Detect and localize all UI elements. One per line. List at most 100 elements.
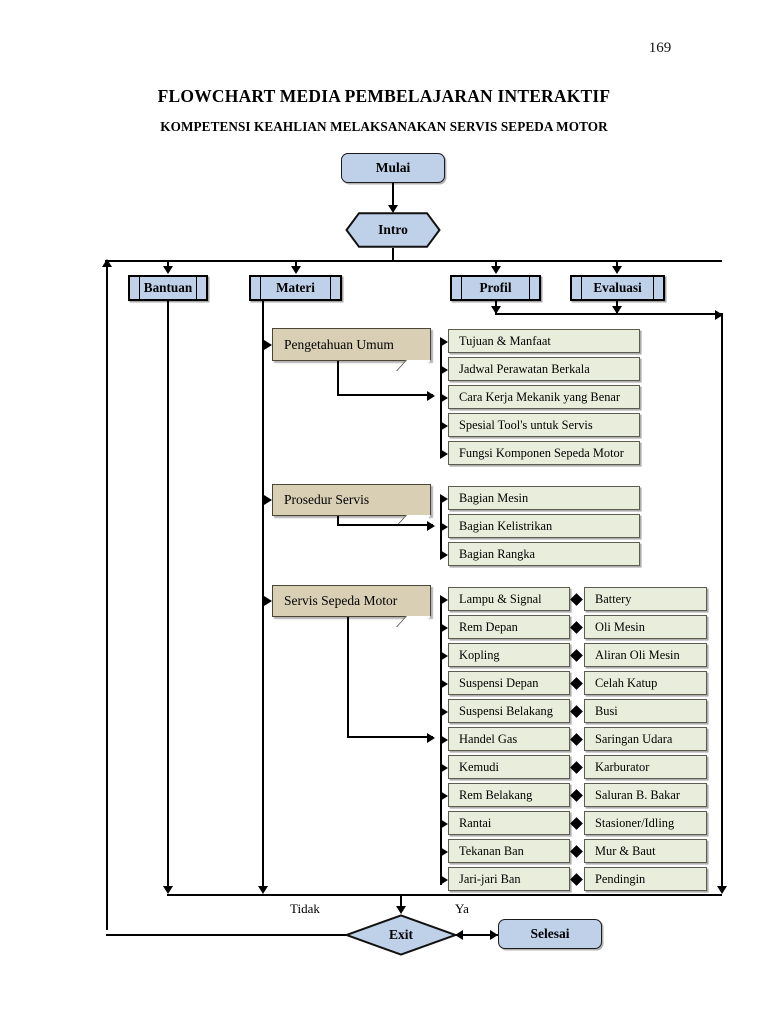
edge-exit-tidak xyxy=(106,934,346,936)
arrow-down-intro xyxy=(388,205,398,213)
leaf-kemudi[interactable]: Kemudi xyxy=(448,755,570,779)
edge-pu-to-sublist xyxy=(337,394,433,396)
leaf-oli-mesin[interactable]: Oli Mesin xyxy=(584,615,707,639)
arrow-right-leaf-1-1 xyxy=(440,365,448,375)
leaf-busi[interactable]: Busi xyxy=(584,699,707,723)
connector-diamond-3r-7 xyxy=(570,789,583,802)
leaf-label: Battery xyxy=(595,591,632,606)
leaf-tujuan-manfaat[interactable]: Tujuan & Manfaat xyxy=(448,329,640,353)
leaf-rantai[interactable]: Rantai xyxy=(448,811,570,835)
leaf-saringan-udara[interactable]: Saringan Udara xyxy=(584,727,707,751)
arrow-right-pengetahuan-umum xyxy=(264,340,272,350)
arrow-right-leaf-1-4 xyxy=(440,449,448,459)
leaf-bagian-kelistrikan[interactable]: Bagian Kelistrikan xyxy=(448,514,640,538)
node-intro[interactable]: Intro xyxy=(345,212,441,248)
intro-hexagon-shape xyxy=(345,212,441,248)
connector-diamond-3r-8 xyxy=(570,817,583,830)
connector-diamond-3r-6 xyxy=(570,761,583,774)
arrow-down-evaluasi-rail xyxy=(612,306,622,314)
connector-diamond-3r-0 xyxy=(570,593,583,606)
leaf-tekanan-ban[interactable]: Tekanan Ban xyxy=(448,839,570,863)
group-pengetahuan-umum-label: Pengetahuan Umum xyxy=(284,336,394,352)
arrow-down-right-rail xyxy=(717,886,727,894)
node-selesai[interactable]: Selesai xyxy=(498,919,602,949)
arrow-right-leaf-3l-4 xyxy=(440,707,448,717)
leaf-jari-jari-ban[interactable]: Jari-jari Ban xyxy=(448,867,570,891)
leaf-label: Aliran Oli Mesin xyxy=(595,647,680,662)
arrow-right-selesai xyxy=(490,930,498,940)
leaf-handel-gas[interactable]: Handel Gas xyxy=(448,727,570,751)
node-exit[interactable]: Exit xyxy=(343,914,459,956)
leaf-rem-belakang[interactable]: Rem Belakang xyxy=(448,783,570,807)
leaf-bagian-mesin[interactable]: Bagian Mesin xyxy=(448,486,640,510)
group-servis-sepeda-motor-label: Servis Sepeda Motor xyxy=(284,593,398,608)
leaf-label: Fungsi Komponen Sepeda Motor xyxy=(459,445,624,460)
arrow-right-rail xyxy=(715,310,723,320)
leaf-label: Jadwal Perawatan Berkala xyxy=(459,361,590,376)
leaf-pendingin[interactable]: Pendingin xyxy=(584,867,707,891)
node-selesai-label: Selesai xyxy=(530,926,570,941)
leaf-jadwal-perawatan[interactable]: Jadwal Perawatan Berkala xyxy=(448,357,640,381)
arrow-right-leaf-3l-6 xyxy=(440,763,448,773)
arrow-right-leaf-3l-7 xyxy=(440,791,448,801)
leaf-lampu-signal[interactable]: Lampu & Signal xyxy=(448,587,570,611)
menu-item-bantuan[interactable]: Bantuan xyxy=(128,275,208,301)
menu-item-evaluasi[interactable]: Evaluasi xyxy=(570,275,665,301)
right-rail-top xyxy=(495,313,723,315)
leaf-kopling[interactable]: Kopling xyxy=(448,643,570,667)
page-subtitle: KOMPETENSI KEAHLIAN MELAKSANAKAN SERVIS … xyxy=(160,119,608,134)
edge-label-tidak: Tidak xyxy=(290,901,320,916)
leaf-cara-kerja-mekanik[interactable]: Cara Kerja Mekanik yang Benar xyxy=(448,385,640,409)
leaf-bagian-rangka[interactable]: Bagian Rangka xyxy=(448,542,640,566)
group-servis-sepeda-motor[interactable]: Servis Sepeda Motor xyxy=(272,585,431,627)
arrow-down-materi-bottom xyxy=(258,886,268,894)
leaf-label: Saluran B. Bakar xyxy=(595,787,680,802)
leaf-saluran-b-bakar[interactable]: Saluran B. Bakar xyxy=(584,783,707,807)
leaf-spesial-tools[interactable]: Spesial Tool's untuk Servis xyxy=(448,413,640,437)
arrow-right-leaf-1-0 xyxy=(440,337,448,347)
leaf-suspensi-belakang[interactable]: Suspensi Belakang xyxy=(448,699,570,723)
document-fold-icon xyxy=(396,616,431,627)
leaf-celah-katup[interactable]: Celah Katup xyxy=(584,671,707,695)
menu-item-profil[interactable]: Profil xyxy=(450,275,541,301)
arrow-down-profil xyxy=(491,266,501,274)
group-prosedur-servis-label: Prosedur Servis xyxy=(284,492,370,507)
edge-bus-materi xyxy=(295,260,297,269)
arrow-right-leaf-3l-3 xyxy=(440,679,448,689)
edge-exit-selesai xyxy=(457,934,498,936)
leaf-mur-baut[interactable]: Mur & Baut xyxy=(584,839,707,863)
leaf-fungsi-komponen[interactable]: Fungsi Komponen Sepeda Motor xyxy=(448,441,640,465)
leaf-label: Celah Katup xyxy=(595,675,658,690)
leaf-suspensi-depan[interactable]: Suspensi Depan xyxy=(448,671,570,695)
node-mulai[interactable]: Mulai xyxy=(341,153,445,183)
page-title: FLOWCHART MEDIA PEMBELAJARAN INTERAKTIF xyxy=(157,86,611,106)
edge-ssm-riser xyxy=(347,617,349,738)
arrow-right-leaf-3l-1 xyxy=(440,623,448,633)
node-mulai-label: Mulai xyxy=(375,160,411,175)
arrow-right-leaf-2-2 xyxy=(440,550,448,560)
menu-item-materi[interactable]: Materi xyxy=(249,275,342,301)
menu-bus-line xyxy=(105,260,722,262)
edge-bus-bantuan xyxy=(167,260,169,269)
arrow-right-ssm-sublist xyxy=(427,733,435,743)
leaf-battery[interactable]: Battery xyxy=(584,587,707,611)
menu-item-materi-label: Materi xyxy=(276,280,315,295)
arrow-down-evaluasi xyxy=(612,266,622,274)
leaf-stasioner-idling[interactable]: Stasioner/Idling xyxy=(584,811,707,835)
edge-bantuan-down xyxy=(167,301,169,889)
leaf-label: Oli Mesin xyxy=(595,619,645,634)
connector-diamond-3r-5 xyxy=(570,733,583,746)
leaf-aliran-oli-mesin[interactable]: Aliran Oli Mesin xyxy=(584,643,707,667)
leaf-label: Karburator xyxy=(595,759,650,774)
group-prosedur-servis[interactable]: Prosedur Servis xyxy=(272,484,431,526)
group-pengetahuan-umum[interactable]: Pengetahuan Umum xyxy=(272,328,431,371)
arrow-right-servis-sepeda-motor xyxy=(264,596,272,606)
leaf-label: Cara Kerja Mekanik yang Benar xyxy=(459,389,621,404)
connector-diamond-3r-3 xyxy=(570,677,583,690)
leaf-rem-depan[interactable]: Rem Depan xyxy=(448,615,570,639)
leaf-label: Busi xyxy=(595,703,618,718)
leaf-label: Bagian Mesin xyxy=(459,490,529,505)
leaf-label: Rantai xyxy=(459,815,492,830)
arrow-down-materi xyxy=(291,266,301,274)
leaf-karburator[interactable]: Karburator xyxy=(584,755,707,779)
